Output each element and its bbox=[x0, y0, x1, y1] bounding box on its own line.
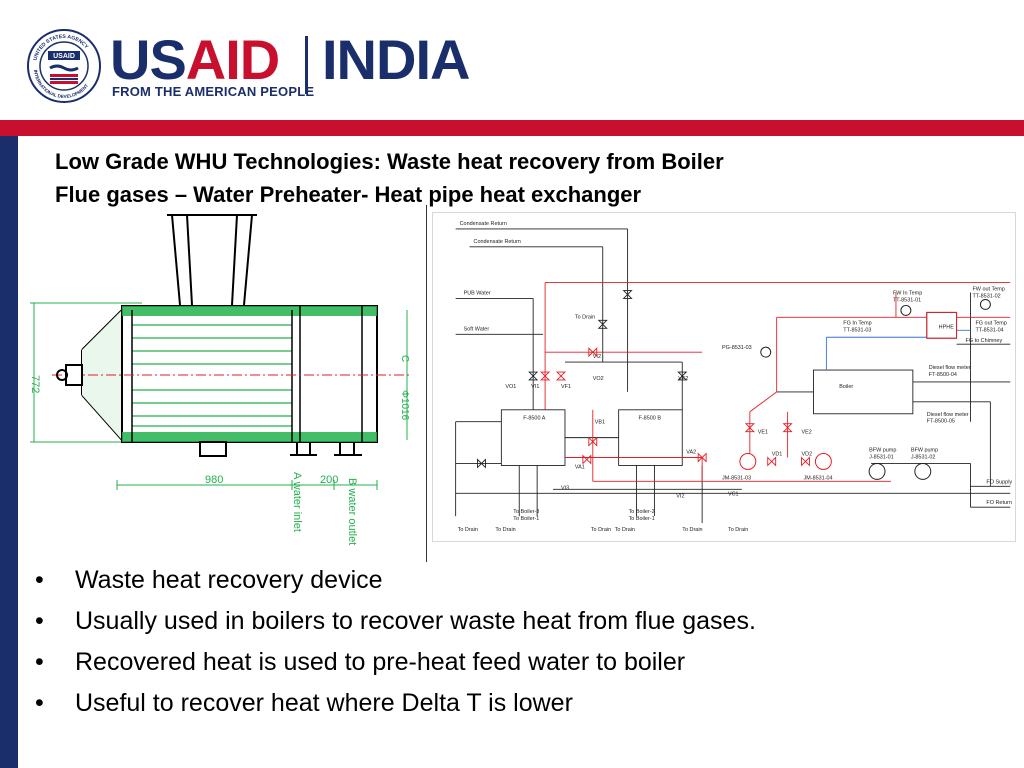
label-bfw-pump-2: BFW pump bbox=[911, 448, 938, 454]
label-to-drain-e: To Drain bbox=[682, 527, 702, 533]
bullet-dot-icon: • bbox=[35, 648, 44, 676]
logo-tagline: FROM THE AMERICAN PEOPLE bbox=[112, 84, 315, 99]
label-bfw-pump-1: BFW pump bbox=[869, 448, 896, 454]
label-to-drain-c: To Drain bbox=[591, 527, 611, 533]
label-to-drain-f: To Drain bbox=[728, 527, 748, 533]
label-to-drain-a: To Drain bbox=[458, 527, 478, 533]
label-vo1: VO1 bbox=[505, 384, 516, 390]
label-boiler: Boiler bbox=[839, 384, 853, 390]
label-to-drain-b: To Drain bbox=[495, 527, 515, 533]
label-ve1: VE1 bbox=[758, 430, 768, 436]
label-vf1: VF1 bbox=[561, 384, 571, 390]
label-fg-in-temp: FG In Temp bbox=[843, 320, 871, 326]
label-fw-out-tag: TT-8531-02 bbox=[972, 293, 1000, 299]
label-vi3: VI3 bbox=[561, 485, 569, 491]
label-fg-out-tag: TT-8531-04 bbox=[975, 327, 1003, 333]
label-to-boiler-1: To Boiler-3 bbox=[513, 509, 539, 515]
label-vf2: VF2 bbox=[678, 376, 688, 382]
label-whu: HPHE bbox=[939, 324, 955, 330]
title-line-1: Low Grade WHU Technologies: Waste heat r… bbox=[55, 149, 724, 174]
bullet-item: • Useful to recover heat where Delta T is… bbox=[35, 683, 985, 724]
label-diesel-meter-1: Diesel flow meter bbox=[929, 365, 971, 371]
dim-980: 980 bbox=[205, 474, 223, 486]
usaid-logo: USAID bbox=[110, 28, 280, 91]
dim-200: 200 bbox=[320, 474, 338, 486]
label-vi2b: VI2 bbox=[676, 493, 684, 499]
slide-title: Low Grade WHU Technologies: Waste heat r… bbox=[55, 145, 955, 211]
label-to-boiler-3: To Boiler-2 bbox=[629, 509, 655, 515]
label-to-drain-d: To Drain bbox=[615, 527, 635, 533]
label-ve2: VE2 bbox=[802, 430, 812, 436]
left-navy-bar bbox=[0, 136, 18, 768]
bullet-dot-icon: • bbox=[35, 607, 44, 635]
bullet-item: • Waste heat recovery device bbox=[35, 560, 985, 601]
label-vb1: VB1 bbox=[595, 420, 605, 426]
label-tank-b: F-8500 B bbox=[639, 416, 662, 422]
label-bfw-pump-2-tag: J-8531-02 bbox=[911, 455, 936, 461]
label-pg-tag: PG-8531-03 bbox=[722, 345, 752, 351]
label-fo-return: FO Return bbox=[986, 500, 1011, 506]
dim-phi: Φ1016 bbox=[399, 390, 410, 421]
label-vd1: VD1 bbox=[772, 452, 783, 458]
label-va2: VA2 bbox=[686, 450, 696, 456]
label-soft-water: Soft Water bbox=[464, 326, 490, 332]
process-flow-schematic: Condensate Return Condensate Return PUB … bbox=[432, 212, 1016, 542]
label-to-boiler-2: To Boiler-1 bbox=[513, 516, 539, 522]
label-to-boiler-4: To Boiler-1 bbox=[629, 516, 655, 522]
bullet-list: • Waste heat recovery device • Usually use… bbox=[35, 560, 985, 724]
label-vi2: VI2 bbox=[593, 354, 601, 360]
logo-aid: AID bbox=[185, 28, 280, 91]
label-c: C bbox=[399, 355, 410, 362]
logo-us: US bbox=[110, 28, 187, 91]
usaid-seal-icon: UNITED STATES AGENCY INTERNATIONAL DEVEL… bbox=[27, 29, 101, 103]
label-vd2: VD2 bbox=[802, 452, 813, 458]
label-fw-out-temp: FW out Temp bbox=[972, 287, 1004, 293]
label-condensate-return-1: Condensate Return bbox=[460, 221, 507, 227]
label-diesel-meter-2: Diesel flow meter bbox=[927, 412, 969, 418]
label-fg-chimney: FG to Chimney bbox=[966, 338, 1003, 344]
heat-pipe-exchanger-drawing: 980 200 772 Φ1016 C A water inlet B wate… bbox=[29, 214, 412, 545]
seal-center-text: USAID bbox=[53, 53, 75, 60]
label-condensate-return-2: Condensate Return bbox=[474, 239, 521, 245]
label-b-water-outlet: B water outlet bbox=[346, 478, 358, 545]
label-fg-out-temp: FG out Temp bbox=[975, 320, 1006, 326]
slide-header: UNITED STATES AGENCY INTERNATIONAL DEVEL… bbox=[0, 0, 1024, 120]
label-to-drain-1: To Drain bbox=[575, 314, 595, 320]
label-fg-in-tag: TT-8531-03 bbox=[843, 327, 871, 333]
label-fo-supply: FO Supply bbox=[986, 479, 1012, 485]
label-fw-in-temp: FW In Temp bbox=[893, 291, 922, 297]
label-a-water-inlet: A water inlet bbox=[291, 472, 303, 532]
bullet-text: Recovered heat is used to pre-heat feed … bbox=[75, 648, 686, 676]
logo-divider bbox=[305, 36, 308, 94]
label-vo2: VO2 bbox=[593, 376, 604, 382]
label-tank-a: F-8500 A bbox=[523, 416, 545, 422]
bullet-text: Usually used in boilers to recover waste… bbox=[75, 607, 756, 635]
bullet-item: • Usually used in boilers to recover wast… bbox=[35, 601, 985, 642]
label-pump-1: JM-8531-03 bbox=[722, 475, 751, 481]
label-vi1: VI1 bbox=[531, 384, 539, 390]
label-diesel-tag-1: FT-8500-04 bbox=[929, 372, 957, 378]
bullet-dot-icon: • bbox=[35, 566, 44, 594]
dim-772: 772 bbox=[29, 375, 41, 393]
logo-country: INDIA bbox=[322, 28, 470, 91]
bullet-dot-icon: • bbox=[35, 689, 44, 717]
bullet-text: Useful to recover heat where Delta T is … bbox=[75, 689, 573, 717]
label-diesel-tag-2: FT-8500-05 bbox=[927, 419, 955, 425]
label-pub-water: PUB Water bbox=[464, 291, 491, 297]
label-vc1: VC1 bbox=[728, 491, 739, 497]
drawing-divider bbox=[426, 205, 427, 562]
label-fw-in-tag: TT-8531-01 bbox=[893, 297, 921, 303]
title-line-2: Flue gases – Water Preheater- Heat pipe … bbox=[55, 182, 642, 207]
header-red-bar bbox=[0, 120, 1024, 136]
label-bfw-pump-1-tag: J-8531-01 bbox=[869, 455, 894, 461]
label-pump-2: JM-8531-04 bbox=[804, 475, 833, 481]
bullet-text: Waste heat recovery device bbox=[75, 566, 383, 594]
label-va1: VA1 bbox=[575, 464, 585, 470]
bullet-item: • Recovered heat is used to pre-heat feed… bbox=[35, 642, 985, 683]
